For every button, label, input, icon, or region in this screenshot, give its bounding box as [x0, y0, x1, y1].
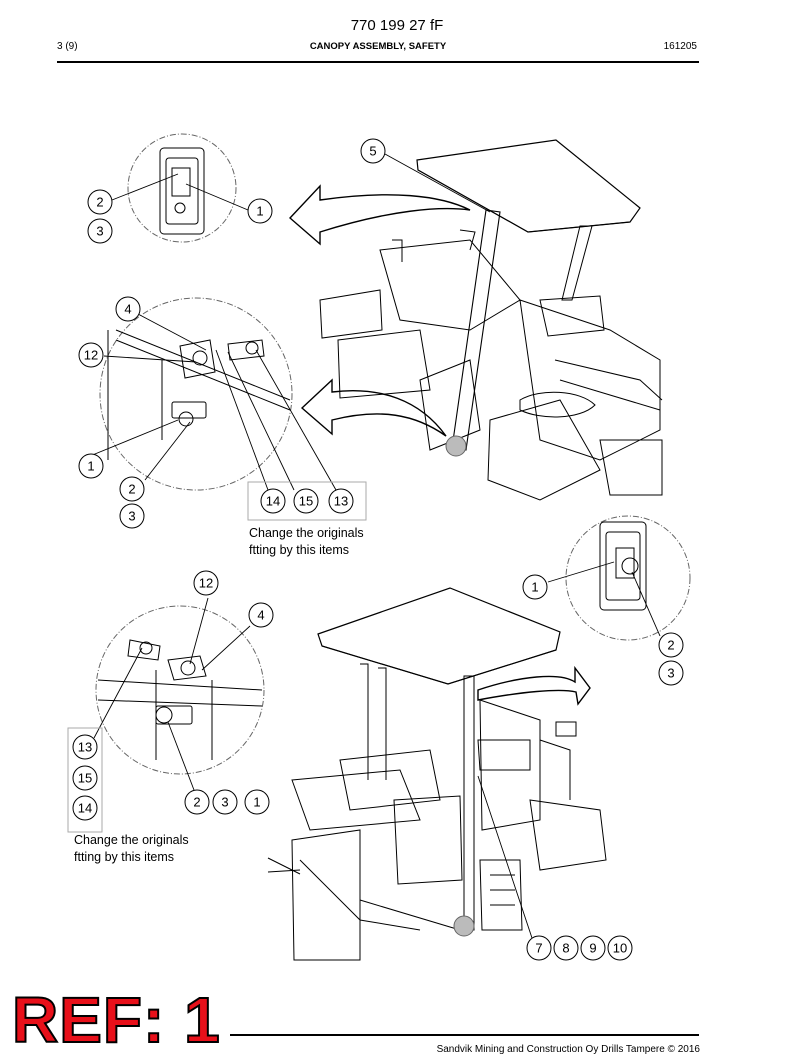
svg-text:5: 5 — [369, 144, 376, 159]
detail-circle-top — [127, 133, 237, 243]
svg-text:1: 1 — [87, 459, 94, 474]
callout-mid-1: 1 — [78, 453, 104, 479]
canopy-roof-top — [416, 139, 641, 233]
svg-text:15: 15 — [78, 771, 92, 786]
callout-mid-15: 15 — [293, 488, 319, 514]
document-date: 161205 — [663, 41, 697, 52]
callout-box-lower — [67, 727, 103, 833]
ref-stamp: REF: 1 — [11, 984, 221, 1056]
note-change-originals-1: Change the originals ftting by this item… — [249, 526, 364, 557]
svg-text:13: 13 — [334, 494, 348, 509]
svg-text:1: 1 — [256, 204, 263, 219]
svg-text:12: 12 — [84, 348, 98, 363]
svg-text:15: 15 — [299, 494, 313, 509]
leader-lines — [89, 153, 661, 939]
svg-text:2: 2 — [128, 482, 135, 497]
callout-top-2: 2 — [87, 189, 113, 215]
document-code: 770 199 27 fF — [350, 17, 444, 34]
page-number: 3 (9) — [57, 41, 78, 52]
svg-text:4: 4 — [124, 302, 131, 317]
svg-text:9: 9 — [589, 941, 596, 956]
callout-lower-2: 2 — [184, 789, 210, 815]
arrow-right-lower — [477, 665, 591, 706]
arrow-left-mid — [300, 378, 447, 437]
svg-text:7: 7 — [535, 941, 542, 956]
arrow-left-top — [288, 184, 471, 246]
svg-text:10: 10 — [613, 941, 627, 956]
detail-circle-mid — [99, 297, 293, 491]
callout-lower-12: 12 — [193, 570, 219, 596]
svg-text:2: 2 — [667, 638, 674, 653]
detail-circle-right — [565, 515, 691, 641]
callout-mid-14: 14 — [260, 488, 286, 514]
svg-text:8: 8 — [562, 941, 569, 956]
header-rule — [57, 61, 699, 63]
svg-text:12: 12 — [199, 576, 213, 591]
callout-lower-3: 3 — [212, 789, 238, 815]
callout-canopy-5: 5 — [360, 138, 386, 164]
svg-text:3: 3 — [96, 224, 103, 239]
svg-text:1: 1 — [531, 580, 538, 595]
callout-mid-2: 2 — [119, 476, 145, 502]
svg-text:14: 14 — [78, 801, 92, 816]
svg-text:2: 2 — [96, 195, 103, 210]
svg-text:3: 3 — [128, 509, 135, 524]
footer-copyright: Sandvik Mining and Construction Oy Drill… — [436, 1044, 700, 1055]
callout-lower-14: 14 — [72, 795, 98, 821]
callout-bottom-7: 7 — [526, 935, 552, 961]
callout-right-3: 3 — [658, 660, 684, 686]
callout-mid-3: 3 — [119, 503, 145, 529]
callout-top-1: 1 — [247, 198, 273, 224]
callout-mid-13: 13 — [328, 488, 354, 514]
note-change-originals-2: Change the originals ftting by this item… — [74, 833, 189, 864]
svg-text:4: 4 — [257, 608, 264, 623]
callout-mid-4: 4 — [115, 296, 141, 322]
callout-right-1: 1 — [522, 574, 548, 600]
callout-lower-4: 4 — [248, 602, 274, 628]
callout-box-mid — [247, 481, 367, 521]
callout-lower-15: 15 — [72, 765, 98, 791]
callout-bottom-10: 10 — [607, 935, 633, 961]
svg-text:13: 13 — [78, 740, 92, 755]
callout-top-3: 3 — [87, 218, 113, 244]
canopy-roof-bottom — [317, 587, 561, 685]
callout-bottom-8: 8 — [553, 935, 579, 961]
detail-circle-lower — [95, 605, 265, 775]
svg-text:3: 3 — [221, 795, 228, 810]
footer-rule — [230, 1034, 699, 1036]
callout-bottom-9: 9 — [580, 935, 606, 961]
svg-text:3: 3 — [667, 666, 674, 681]
callout-lower-1: 1 — [244, 789, 270, 815]
callout-lower-13: 13 — [72, 734, 98, 760]
callout-mid-12: 12 — [78, 342, 104, 368]
callout-right-2: 2 — [658, 632, 684, 658]
svg-text:14: 14 — [266, 494, 280, 509]
page-title: CANOPY ASSEMBLY, SAFETY — [309, 41, 447, 52]
svg-text:2: 2 — [193, 795, 200, 810]
svg-text:1: 1 — [253, 795, 260, 810]
